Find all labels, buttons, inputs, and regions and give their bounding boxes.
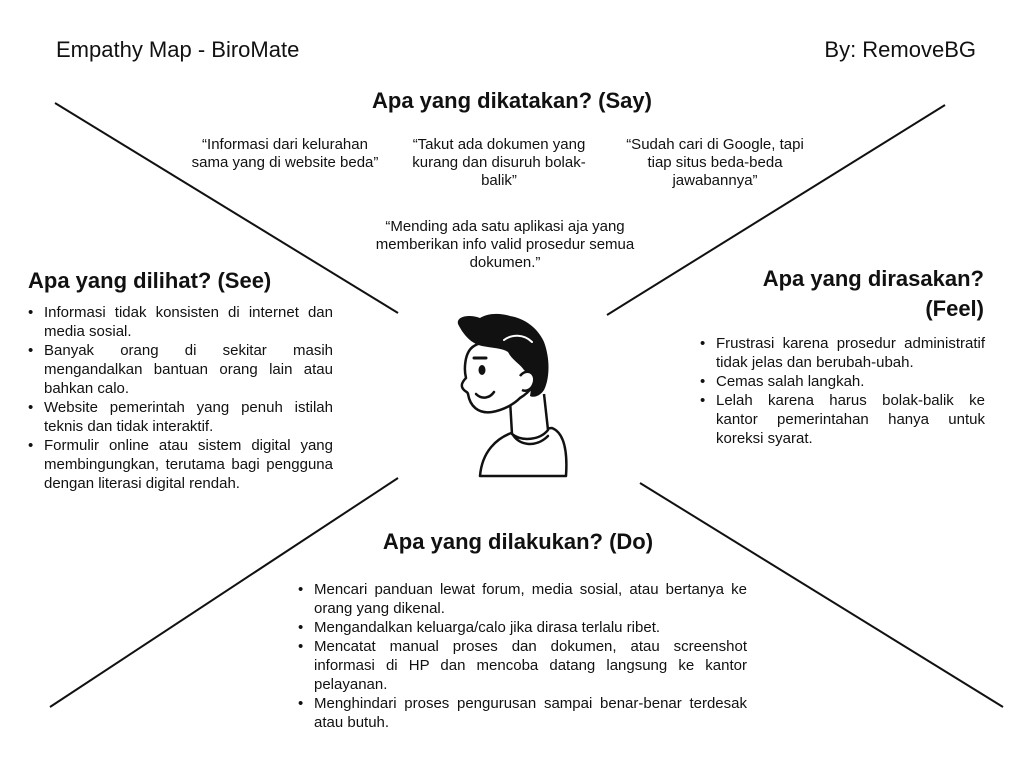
feel-heading-line1: Apa yang dirasakan?: [762, 266, 984, 291]
feel-item: Lelah karena harus bolak-balik ke kantor…: [700, 391, 985, 448]
author-label: By: RemoveBG: [824, 37, 976, 62]
see-list: Informasi tidak konsisten di internet da…: [28, 303, 333, 493]
see-heading: Apa yang dilihat? (See): [28, 268, 272, 293]
person-avatar-icon: [457, 313, 568, 478]
feel-list: Frustrasi karena prosedur administratif …: [700, 334, 985, 448]
say-quote-1: “Informasi dari kelurahan sama yang di w…: [191, 136, 379, 171]
feel-heading-line2: (Feel): [925, 296, 984, 321]
see-item: Informasi tidak konsisten di internet da…: [28, 303, 333, 341]
divider-line-top-left: [54, 102, 399, 314]
say-heading: Apa yang dikatakan? (Say): [372, 88, 652, 113]
say-quote-3: “Sudah cari di Google, tapi tiap situs b…: [626, 136, 804, 189]
see-item: Formulir online atau sistem digital yang…: [28, 436, 333, 493]
divider-line-bottom-right: [639, 482, 1004, 708]
do-item: Mencari panduan lewat forum, media sosia…: [298, 580, 747, 618]
do-item: Mencatat manual proses dan dokumen, atau…: [298, 637, 747, 694]
divider-line-top-right: [606, 104, 946, 316]
feel-heading: Apa yang dirasakan? (Feel): [684, 264, 984, 324]
say-quote-2: “Takut ada dokumen yang kurang dan disur…: [412, 136, 586, 189]
do-list: Mencari panduan lewat forum, media sosia…: [298, 580, 747, 732]
page-title: Empathy Map - BiroMate: [56, 37, 300, 62]
feel-item: Frustrasi karena prosedur administratif …: [700, 334, 985, 372]
do-item: Menghindari proses pengurusan sampai ben…: [298, 694, 747, 732]
do-item: Mengandalkan keluarga/calo jika dirasa t…: [298, 618, 747, 637]
divider-line-bottom-left: [49, 477, 399, 708]
see-item: Banyak orang di sekitar masih mengandalk…: [28, 341, 333, 398]
feel-item: Cemas salah langkah.: [700, 372, 985, 391]
see-item: Website pemerintah yang penuh istilah te…: [28, 398, 333, 436]
say-quote-4: “Mending ada satu aplikasi aja yang memb…: [375, 218, 635, 271]
do-heading: Apa yang dilakukan? (Do): [382, 529, 654, 554]
